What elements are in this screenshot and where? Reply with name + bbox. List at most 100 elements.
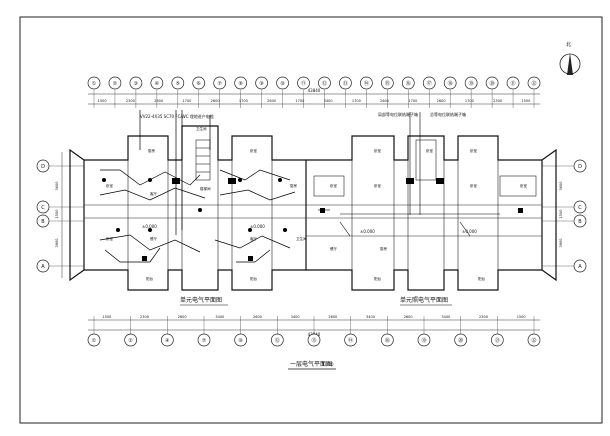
wiring-right [318,112,500,237]
axis-left-0-label: D [41,164,45,170]
axis-top-13-circle [360,76,373,90]
dim-top-2: 2600 [154,99,163,103]
dim-bottom-6: 2600 [328,315,337,319]
building-outline [69,125,557,291]
dim-top-14: 2300 [493,99,502,103]
total-dim-top: 43840 [308,88,321,93]
axis-top-2-label: ③ [134,81,138,87]
axis-top-12-label: ⑬ [343,80,348,87]
axis-top-12-circle [339,76,352,90]
axis-top-18-label: ⑲ [469,80,474,87]
axis-bottom-0-circle [87,333,101,347]
axis-top-2-circle [129,76,143,90]
axis-bottom-10-label: ⑳ [458,337,463,344]
axis-bottom-5-label: ⑫ [275,337,280,344]
dim-bottom-9: 3400 [441,315,450,319]
room-label-2: 卧室 [106,183,113,188]
drawing-scale: 1:100 [322,362,334,367]
axis-top-17-label: ⑱ [448,80,453,87]
axis-top-8-circle [255,76,268,90]
dim-top-7: 1700 [295,99,304,103]
axis-top-5-circle [192,76,206,90]
axis-bottom-8-label: ⑯ [385,337,390,344]
dim-top-11: 1700 [408,99,417,103]
axis-top-16-circle [422,76,436,90]
room-label-14: 餐厅 [330,246,338,251]
room-label-6: 楼梯间 [200,186,211,191]
axis-bottom-12-circle [527,333,541,347]
axis-top-10-circle [297,76,310,90]
axis-top-0-label: ① [92,81,97,87]
axis-bottom-10-circle [454,333,468,347]
axis-bottom-0-label: ① [92,338,97,344]
room-labels: 厨房卫生间卧室客厅餐厅卧室楼梯间卧室客厅厨房卫生间卧室卧室卧室餐厅厨房卧室卧室卧… [106,126,528,281]
dim-top-1: 2300 [126,99,135,103]
room-label-8: 客厅 [250,236,258,241]
level-mark-right-b: ±0.000 [462,229,477,234]
room-label-20: 阳台 [146,276,153,281]
dim-left-1: 1500 [55,210,59,219]
interior-walls-left [84,139,306,270]
axis-top-7-label: ⑧ [238,81,243,87]
right-plan-caption: 单元照电气平面图 [400,296,448,304]
axis-left-2-label: B [41,219,45,225]
axis-bottom-2-label: ④ [165,338,170,344]
fixtures-right [320,178,523,213]
level-mark-right-a: ±0.000 [360,229,375,234]
dim-right-2: 3900 [559,239,563,248]
axis-bottom-1-label: ② [128,338,133,344]
axis-top-20-circle [506,76,520,90]
dim-top-0: 1500 [98,99,107,103]
axis-top-18-circle [464,76,478,90]
room-label-23: 阳台 [478,276,486,281]
axis-right-1-label: C [578,205,582,211]
note-main-bonding: 总等电位联结端子箱 [430,111,466,117]
axis-bottom-9-label: ⑲ [421,337,426,344]
dim-left-0: 3600 [55,182,59,191]
axis-top-1-label: ② [113,81,118,87]
axis-top-19-label: ⑳ [490,80,495,87]
axis-top-1-circle [108,76,122,90]
dim-bottom-8: 2600 [404,315,413,319]
dim-top-6: 2600 [267,99,276,103]
room-label-16: 卧室 [426,148,434,153]
room-label-5: 卧室 [106,236,113,241]
room-label-17: 卧室 [470,148,478,153]
dim-top-5: 1700 [239,99,248,103]
dim-bottom-5: 3400 [291,315,300,319]
north-arrow: 北 [559,41,581,75]
fixtures-left [102,178,287,261]
drawing-frame [19,16,603,424]
dim-top-13: 1700 [465,99,474,103]
north-label: 北 [566,41,571,48]
wiring-left [99,110,296,263]
axis-top-17-circle [443,76,457,90]
axis-bottom-5-circle [270,333,284,347]
room-label-7: 卧室 [250,148,258,153]
axis-bottom-12-label: ㉒ [531,337,536,344]
dim-top-3: 1700 [182,99,191,103]
axis-top-15-label: ⑯ [406,80,411,87]
axis-left-3-label: A [41,264,45,270]
room-label-3: 客厅 [150,191,157,196]
axis-bottom-4-label: ⑩ [238,338,243,344]
axis-bottom-8-circle [380,333,394,347]
room-label-4: 餐厅 [150,236,157,241]
axis-bottom-3-label: ⑦ [202,338,207,344]
left-plan-caption: 单元电气平面图 [180,296,222,304]
axis-top-20-label: ㉑ [511,80,516,87]
room-label-18: 卧室 [470,183,478,188]
note-local-bonding: 局部等电位联结端子箱 [378,111,418,117]
dim-top-8: 3400 [324,99,333,103]
room-label-19: 卧室 [520,183,528,188]
axis-top-6-circle [213,76,227,90]
room-label-0: 厨房 [148,148,155,153]
axis-top-9-label: ⑩ [280,81,285,87]
